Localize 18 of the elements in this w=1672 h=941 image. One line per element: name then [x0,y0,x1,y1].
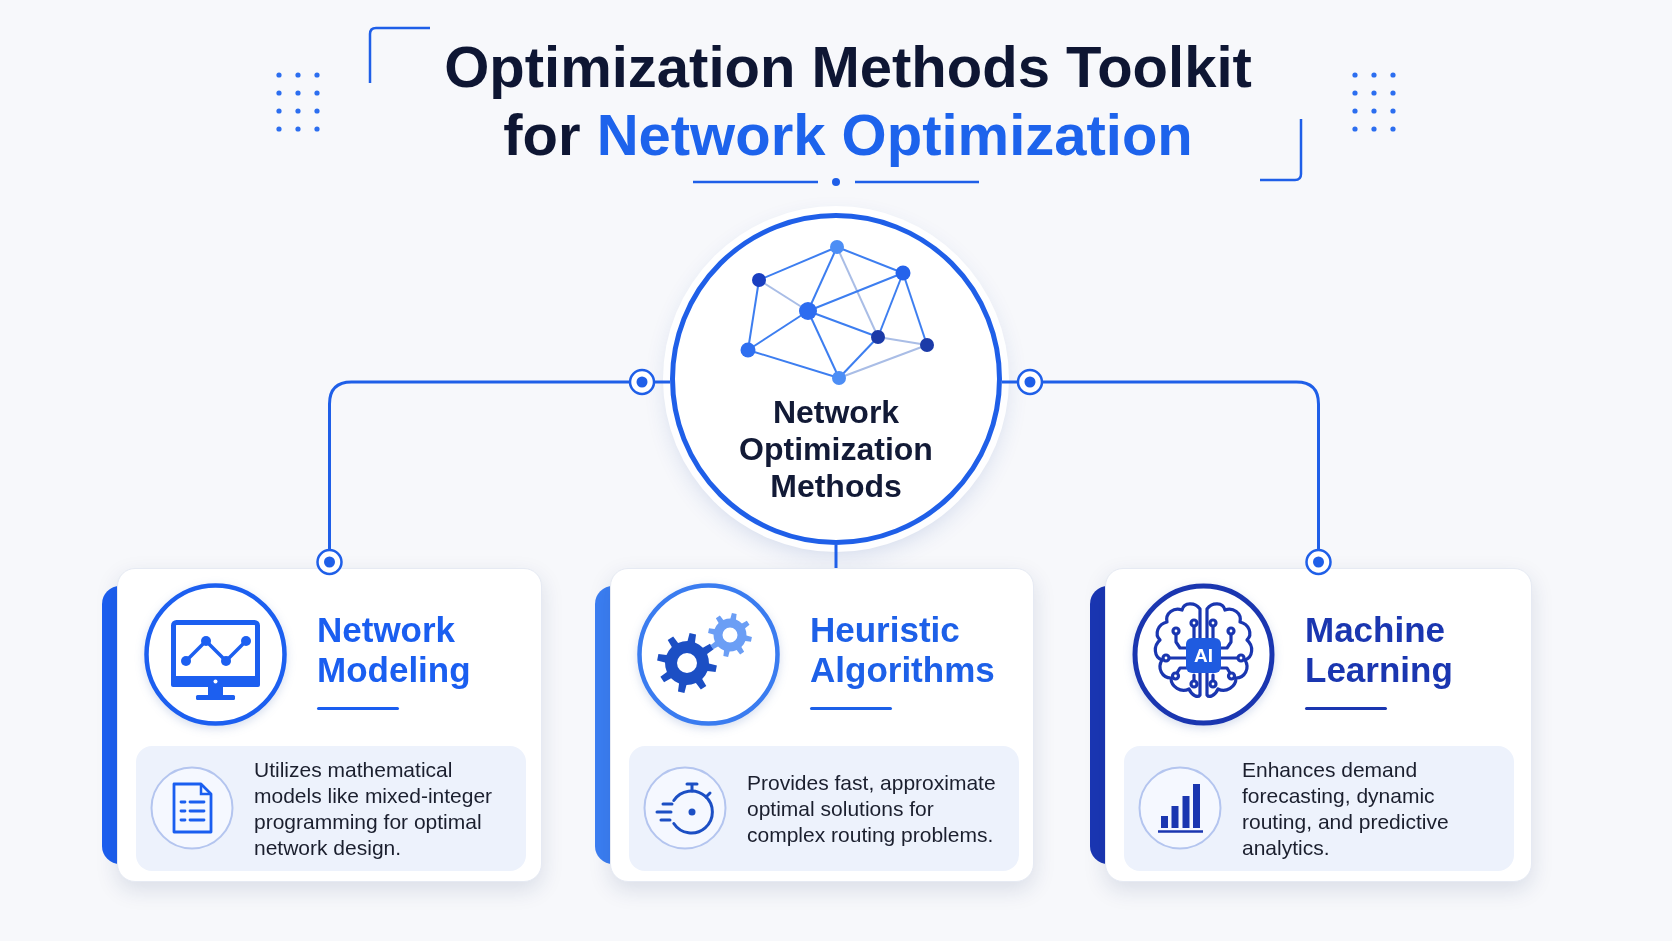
card-heading: Network Modeling [317,610,472,690]
connector-line [1001,368,1332,576]
description-text: Enhances demand forecasting, dynamic routing, and predictive analytics. [1242,756,1450,861]
description-panel [136,746,526,871]
title: Optimization Methods Toolkit for Network Optimization [444,34,1252,167]
description-text: Utilizes mathematical models like mixed-integer programming for optimal network design. [254,756,494,861]
card-heading: Heuristic Algorithms [810,610,996,690]
description-panel [629,746,1019,871]
method-card [117,568,542,882]
connector-line [834,545,838,568]
connector-line [316,368,671,576]
hub-label: Network Optimization Methods [738,394,934,505]
method-card [610,568,1034,882]
chip-label: AI [1186,638,1221,673]
description-panel [1124,746,1514,871]
description-text: Provides fast, approximate optimal solutions for complex routing problems. [747,769,997,848]
method-card [1105,568,1532,882]
card-heading: Machine Learning [1305,610,1454,690]
